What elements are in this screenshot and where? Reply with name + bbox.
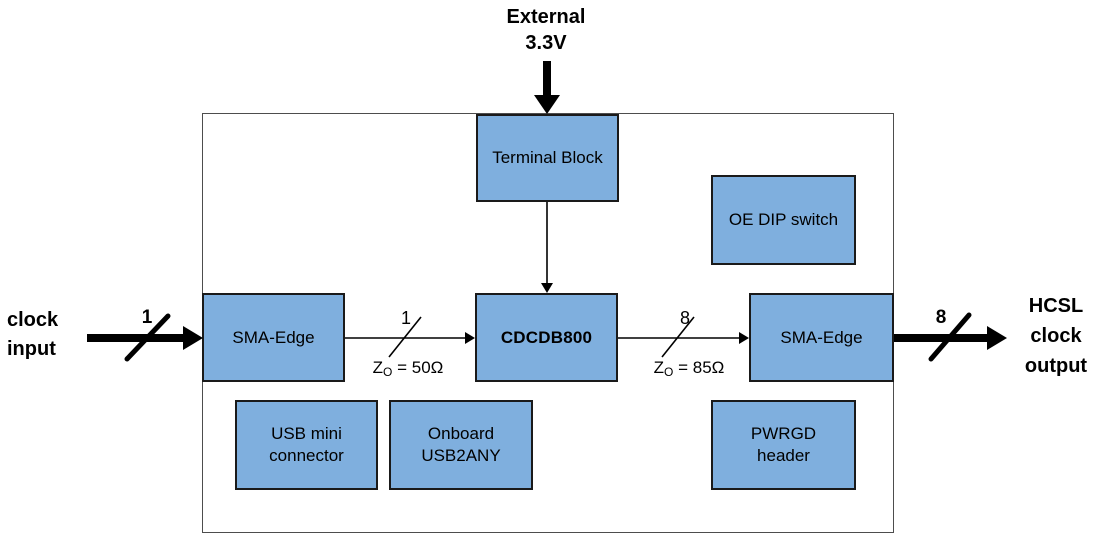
block-label-line1: USB mini <box>271 424 342 443</box>
block-label-line2: USB2ANY <box>421 446 501 465</box>
block-sma-edge-output: SMA-Edge <box>749 293 894 382</box>
external-power-line1: External <box>506 6 586 28</box>
block-label: OE DIP switch <box>728 210 839 229</box>
block-sma-edge-input: SMA-Edge <box>202 293 345 382</box>
block-label: SMA-Edge <box>232 327 315 347</box>
block-label: Terminal Block <box>492 148 603 167</box>
block-usb-mini-connector: USB mini connector <box>235 400 378 490</box>
block-label: CDCDB800 <box>500 327 593 347</box>
block-cdcdb800: CDCDB800 <box>475 293 618 382</box>
block-oe-dip-switch: OE DIP switch <box>711 175 856 265</box>
block-label: SMA-Edge <box>780 327 863 347</box>
arrowhead-down-icon <box>534 95 560 114</box>
bus-count-stage2: 8 <box>679 308 690 328</box>
hcsl-clock-output-label: HCSL clock output <box>1012 291 1100 381</box>
bus-count-stage1: 1 <box>400 308 411 328</box>
impedance-rest: = 50Ω <box>392 358 444 377</box>
impedance-base: Z <box>372 358 384 377</box>
arrowhead-right-icon <box>183 326 203 350</box>
impedance-sub: O <box>664 365 674 379</box>
hcsl-output-line2: clock <box>1030 325 1082 347</box>
block-label-line1: PWRGD <box>750 424 817 443</box>
hcsl-output-line3: output <box>1024 355 1088 377</box>
clock-input-line1: clock <box>7 309 59 331</box>
external-power-arrow <box>534 61 560 114</box>
bus-count-input: 1 <box>141 307 153 328</box>
block-label-line2: connector <box>269 446 344 465</box>
hcsl-output-line1: HCSL <box>1028 295 1084 317</box>
impedance-label-50-ohm: ZO = 50Ω <box>346 358 470 379</box>
block-pwrgd-header: PWRGD header <box>711 400 856 490</box>
external-power-line2: 3.3V <box>525 32 567 54</box>
block-label-line1: Onboard <box>427 424 495 443</box>
impedance-sub: O <box>383 365 393 379</box>
bus-count-output: 8 <box>935 307 947 328</box>
block-terminal-block: Terminal Block <box>476 114 619 202</box>
external-power-label: External 3.3V <box>471 4 621 56</box>
block-onboard-usb2any: Onboard USB2ANY <box>389 400 533 490</box>
arrowhead-right-icon <box>987 326 1007 350</box>
block-label-line2: header <box>757 446 810 465</box>
impedance-rest: = 85Ω <box>673 358 725 377</box>
clock-input-line2: input <box>7 338 56 360</box>
clock-input-label: clock input <box>7 306 97 364</box>
impedance-label-85-ohm: ZO = 85Ω <box>627 358 751 379</box>
impedance-base: Z <box>653 358 665 377</box>
